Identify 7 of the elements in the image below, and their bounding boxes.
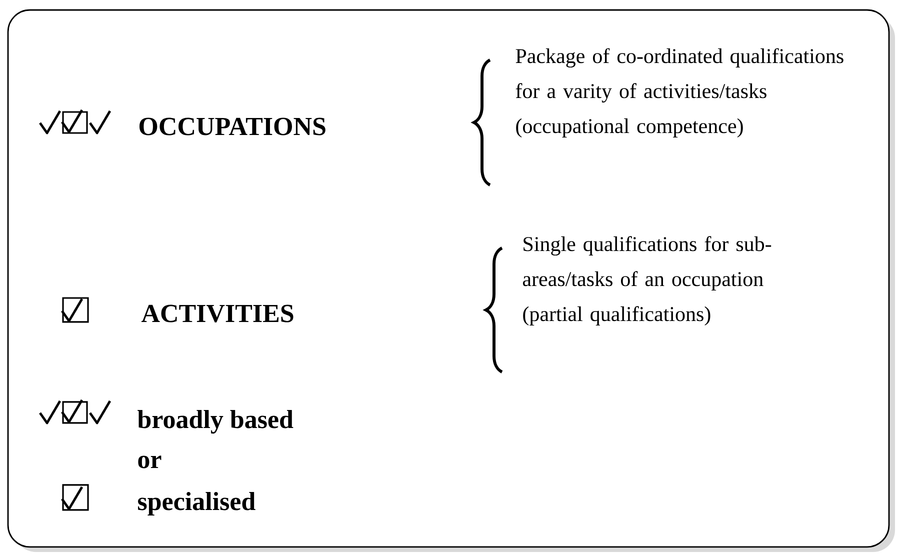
heading: specialised — [138, 492, 256, 516]
heading: or — [138, 456, 162, 468]
heading: ACTIVITIES — [141, 304, 294, 322]
heading: OCCUPATIONS — [139, 118, 326, 136]
description-text: Single qualifications for sub-areas/tasks of an occupation (partial qualifications) — [522, 236, 772, 326]
description-text: Package of co-ordinated qualifications for a varity of activities/tasks (occupational competence) — [516, 48, 844, 138]
heading: broadly based — [138, 410, 294, 434]
